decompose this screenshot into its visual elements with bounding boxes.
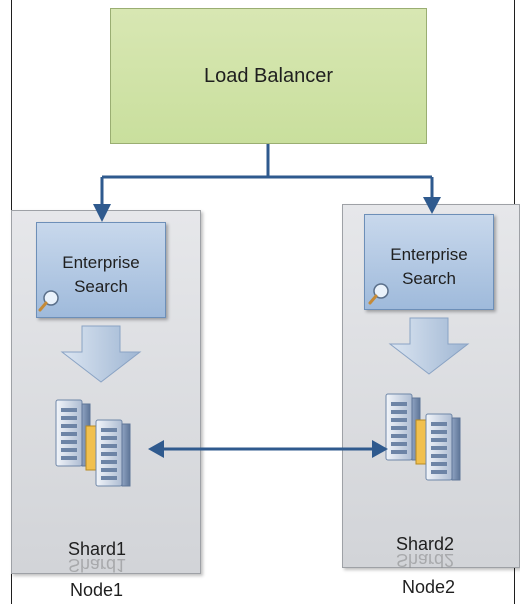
server-icon-shard2 bbox=[386, 394, 460, 480]
arrowhead-to-node2 bbox=[423, 197, 441, 214]
down-arrow-node2 bbox=[388, 317, 470, 375]
enterprise-search-line1-2: Enterprise bbox=[390, 245, 468, 264]
enterprise-search-line2-1: Search bbox=[74, 277, 128, 296]
down-arrow-node1 bbox=[60, 325, 142, 383]
enterprise-search-title-2: Enterprise Search bbox=[365, 243, 493, 291]
load-balancer-box: Load Balancer bbox=[110, 8, 427, 144]
shard1-label: Shard1 bbox=[68, 539, 127, 559]
load-balancer-connectors bbox=[100, 144, 434, 206]
shard-link-arrowhead-right bbox=[372, 440, 388, 458]
enterprise-search-box-1: Enterprise Search bbox=[36, 222, 166, 318]
magnifier-icon-node1 bbox=[38, 289, 60, 312]
node2-label: Node2 bbox=[402, 577, 456, 597]
magnifier-icon-node2 bbox=[368, 282, 390, 305]
arrowhead-to-node1 bbox=[93, 204, 111, 222]
shard2-label: Shard2 bbox=[396, 534, 455, 554]
node1-label: Node1 bbox=[70, 580, 124, 600]
shard-link-arrowhead-left bbox=[148, 440, 164, 458]
enterprise-search-line1-1: Enterprise bbox=[62, 253, 140, 272]
enterprise-search-box-2: Enterprise Search bbox=[364, 214, 494, 310]
enterprise-search-line2-2: Search bbox=[402, 269, 456, 288]
server-icon-shard1 bbox=[56, 400, 130, 486]
load-balancer-label: Load Balancer bbox=[204, 64, 333, 87]
enterprise-search-title-1: Enterprise Search bbox=[37, 251, 165, 299]
